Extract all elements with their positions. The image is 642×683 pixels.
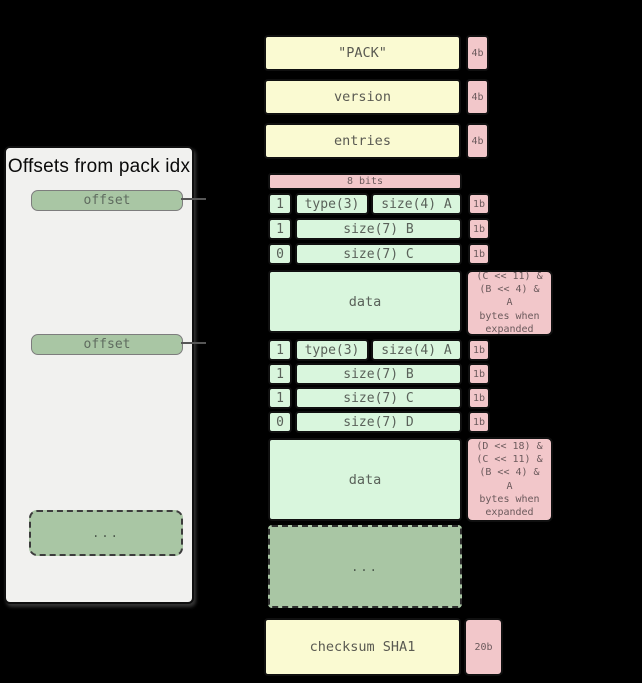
entry2-msb-1: 1 <box>268 339 292 361</box>
panel-title: Offsets from pack idx <box>7 156 191 177</box>
entry1-row3-size-tag: 1b <box>468 243 490 265</box>
header-box-pack: "PACK" <box>264 35 461 71</box>
entry2-data-box: data <box>268 438 462 521</box>
entry1-msb-3: 0 <box>268 243 292 265</box>
offset-box-1: offset <box>31 190 183 211</box>
entry1-msb-1: 1 <box>268 193 292 215</box>
entry1-data-box: data <box>268 270 462 333</box>
entry2-row4-size-tag: 1b <box>468 411 490 433</box>
entry2-size-c-cell: size(7) C <box>295 387 462 409</box>
entry1-size-a-cell: size(4) A <box>371 193 462 215</box>
entry1-expanded-size-note: (C << 11) & (B << 4) & A bytes when expa… <box>466 270 553 336</box>
entry1-type-cell: type(3) <box>295 193 369 215</box>
entry2-msb-3: 1 <box>268 387 292 409</box>
offsets-panel: Offsets from pack idx offset offset ... <box>4 146 194 604</box>
checksum-box: checksum SHA1 <box>264 618 461 676</box>
entry1-row2-size-tag: 1b <box>468 218 490 240</box>
panel-more-offsets: ... <box>29 510 183 556</box>
entry2-size-d-cell: size(7) D <box>295 411 462 433</box>
entry2-size-b-cell: size(7) B <box>295 363 462 385</box>
size-tag-version: 4b <box>466 79 489 115</box>
entry2-msb-2: 1 <box>268 363 292 385</box>
offset-box-2: offset <box>31 334 183 355</box>
entry1-size-b-cell: size(7) B <box>295 218 462 240</box>
entry2-msb-4: 0 <box>268 411 292 433</box>
entry1-row1-size-tag: 1b <box>468 193 490 215</box>
entry2-row2-size-tag: 1b <box>468 363 490 385</box>
entry1-size-c-cell: size(7) C <box>295 243 462 265</box>
entry2-expanded-size-note: (D << 18) & (C << 11) & (B << 4) & A byt… <box>466 437 553 522</box>
connector-line-1 <box>181 198 206 200</box>
more-entries-box: ... <box>268 525 462 608</box>
size-tag-entries: 4b <box>466 123 489 159</box>
size-tag-pack: 4b <box>466 35 489 71</box>
bits-ruler: 8 bits <box>268 173 462 190</box>
entry2-size-a-cell: size(4) A <box>371 339 462 361</box>
header-box-version: version <box>264 79 461 115</box>
entry2-type-cell: type(3) <box>295 339 369 361</box>
header-box-entries: entries <box>264 123 461 159</box>
checksum-size-tag: 20b <box>464 618 503 676</box>
entry2-row1-size-tag: 1b <box>468 339 490 361</box>
connector-line-2 <box>181 342 206 344</box>
entry1-msb-2: 1 <box>268 218 292 240</box>
entry2-row3-size-tag: 1b <box>468 387 490 409</box>
